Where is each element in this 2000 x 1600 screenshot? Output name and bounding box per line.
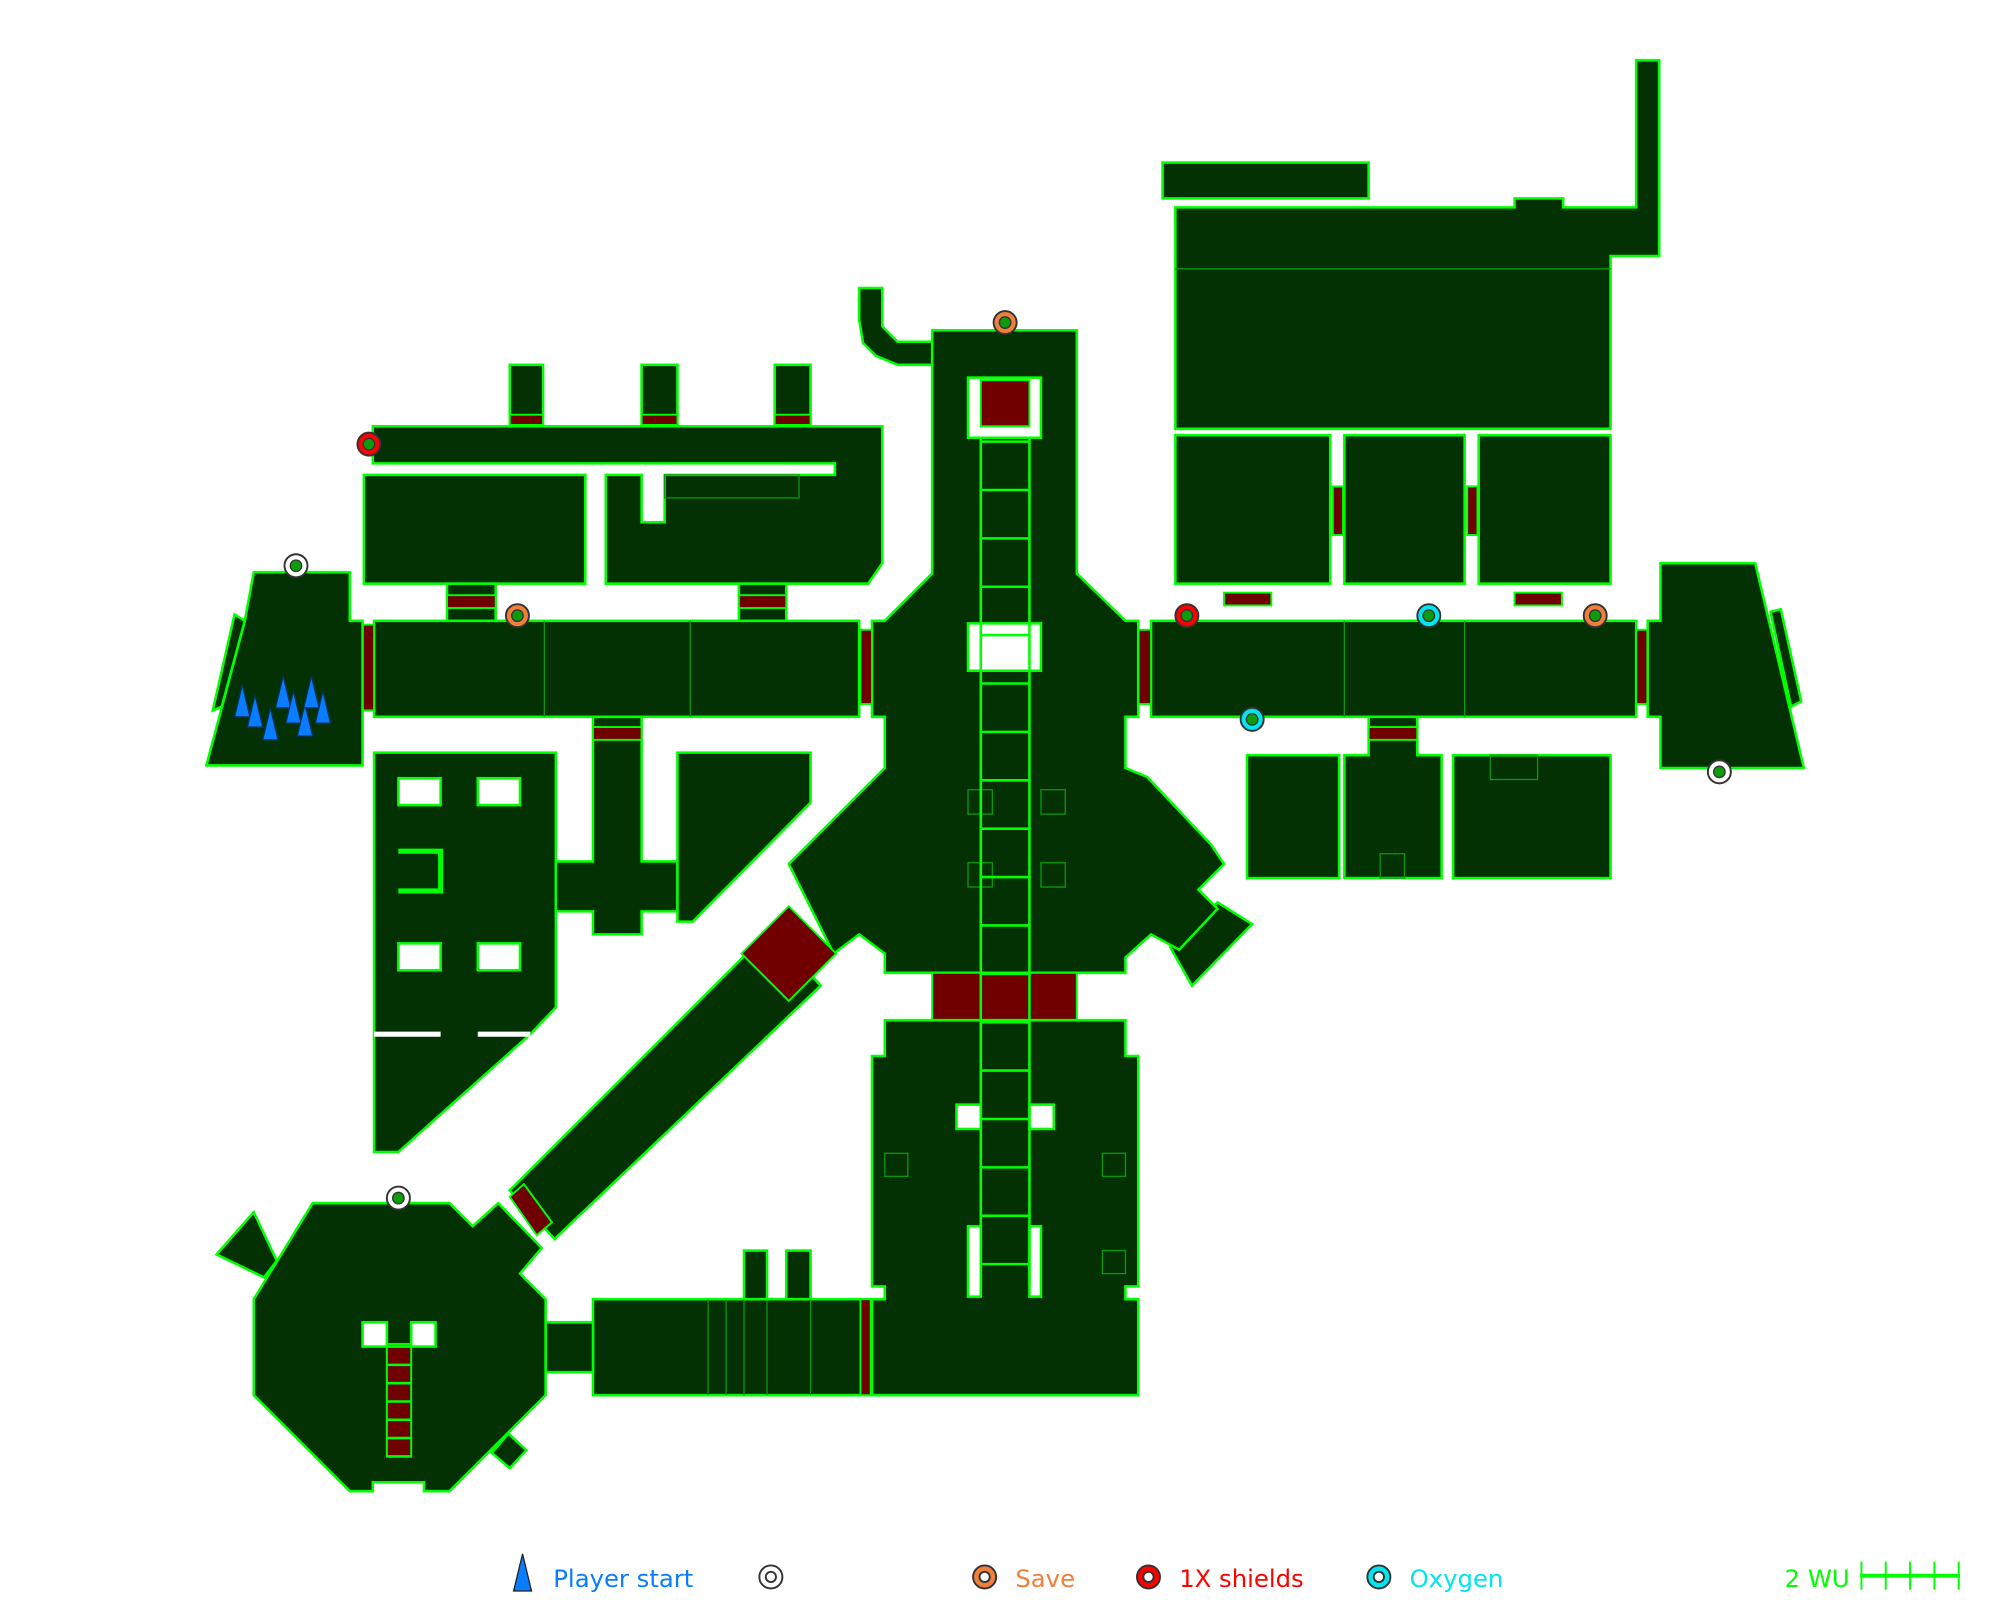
save-marker[interactable] bbox=[1582, 603, 1608, 629]
save-marker[interactable] bbox=[992, 310, 1018, 336]
player-start-icon bbox=[314, 691, 332, 724]
scale-bar bbox=[1860, 1561, 1960, 1590]
player-start-icon bbox=[233, 684, 251, 718]
legend-oxygen: Oxygen bbox=[1410, 1564, 1504, 1593]
shields-marker[interactable] bbox=[356, 431, 382, 457]
player-start-icon bbox=[296, 703, 314, 737]
central-ladder bbox=[979, 437, 1031, 1287]
player-start-icon bbox=[302, 675, 320, 709]
room bbox=[490, 1431, 529, 1470]
map-rooms bbox=[204, 58, 1806, 1493]
legend-save: Save bbox=[1015, 1564, 1075, 1593]
corridor-south bbox=[591, 1297, 874, 1397]
room bbox=[544, 1320, 595, 1374]
shields-marker[interactable] bbox=[1174, 603, 1200, 629]
room-north-corridor bbox=[371, 424, 884, 585]
room bbox=[1245, 753, 1341, 880]
room bbox=[1174, 433, 1332, 585]
octagon-ladder bbox=[385, 1343, 413, 1458]
player-start-icon bbox=[284, 691, 302, 724]
room bbox=[214, 1209, 279, 1280]
player-start-icon bbox=[274, 675, 292, 709]
room bbox=[362, 473, 587, 585]
unlabeled-marker[interactable] bbox=[385, 1185, 411, 1211]
room bbox=[1451, 753, 1612, 880]
room bbox=[1161, 161, 1370, 200]
shield-ring-marker-icon bbox=[1136, 1564, 1161, 1590]
player-start-triangle-icon bbox=[512, 1553, 533, 1592]
legend-player-start: Player start bbox=[553, 1564, 693, 1593]
room bbox=[1769, 607, 1803, 709]
room-large-hangar bbox=[1174, 58, 1661, 431]
white-ring-marker-icon bbox=[758, 1564, 784, 1590]
player-starts bbox=[233, 675, 332, 741]
legend: Player start Save 1X shields Oxygen 2 WU bbox=[512, 1553, 1960, 1593]
item-markers bbox=[283, 310, 1732, 1211]
legend-shields: 1X shields bbox=[1179, 1564, 1304, 1593]
room bbox=[784, 1249, 812, 1304]
player-start-icon bbox=[261, 707, 279, 741]
pipe bbox=[857, 286, 934, 367]
corridor-east bbox=[1149, 619, 1638, 719]
oxygen-ring-marker-icon bbox=[1366, 1564, 1392, 1590]
save-ring-marker-icon bbox=[972, 1564, 998, 1590]
player-start-icon bbox=[246, 694, 264, 728]
room-east-end bbox=[1646, 561, 1806, 770]
unlabeled-marker[interactable] bbox=[283, 553, 309, 579]
room bbox=[554, 715, 679, 936]
corridor-west bbox=[372, 619, 861, 719]
room bbox=[1343, 433, 1466, 585]
room bbox=[210, 612, 247, 713]
room bbox=[742, 1249, 769, 1304]
room bbox=[1477, 433, 1612, 585]
south-hall bbox=[870, 1018, 1140, 1397]
room bbox=[676, 751, 812, 923]
scale-label: 2 WU bbox=[1785, 1564, 1850, 1593]
save-marker[interactable] bbox=[504, 603, 530, 629]
oxygen-marker[interactable] bbox=[1239, 706, 1265, 732]
unlabeled-marker[interactable] bbox=[1706, 759, 1732, 785]
oxygen-marker[interactable] bbox=[1416, 603, 1442, 629]
